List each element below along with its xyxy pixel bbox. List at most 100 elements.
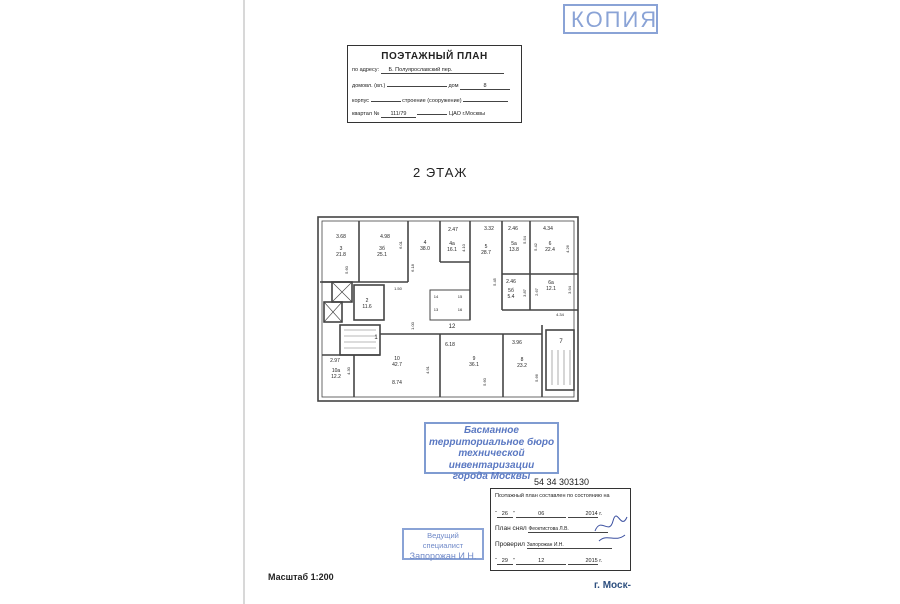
cadastral-code: 54 34 303130 (534, 477, 590, 487)
specialist-line: Запорожан И.Н. (409, 551, 477, 561)
room-area: 12.1 (546, 286, 556, 292)
korpus-label: корпус (352, 98, 370, 104)
dimension: 4.91 (425, 365, 430, 374)
date1-month: 06 (516, 511, 567, 518)
year-suffix: г. (599, 511, 603, 517)
room-width: 2.46 (508, 226, 518, 232)
document-title: ПОЭТАЖНЫЙ ПЛАН (381, 51, 488, 62)
bti-stamp-line: территориальное бюро (428, 436, 555, 448)
room-number: 2 (366, 298, 369, 304)
dimension: 4.34 (556, 312, 565, 317)
small-room: 14 (434, 294, 439, 299)
specialist-line: Ведущий (427, 531, 459, 540)
checked-row: Проверил Запорожан И.Н. (495, 541, 612, 549)
district: ЦАО г.Москвы (449, 111, 486, 117)
bti-stamp-line: города Москвы (452, 471, 531, 482)
room-number: 8 (521, 357, 524, 363)
title-block: ПОЭТАЖНЫЙ ПЛАН по адресу: Б. Полуярослав… (347, 45, 522, 123)
dimension: 2.67 (534, 287, 539, 296)
room-width: 2.97 (330, 358, 340, 364)
room-number: 10 (394, 356, 400, 362)
city-label: г. Моск- (594, 580, 631, 591)
dimension: 3.94 (567, 285, 572, 294)
dimension: 5.60 (344, 265, 349, 274)
room-area: 42.7 (392, 362, 402, 368)
room-area: 38.0 (420, 246, 430, 252)
dimension: 5.45 (492, 277, 497, 286)
bti-stamp-line: технической инвентаризации (448, 448, 535, 471)
room-width: 6.18 (445, 342, 455, 348)
date2-month: 12 (516, 558, 567, 565)
small-room: 13 (434, 307, 439, 312)
stroenie-label: строение (сооружение) (402, 98, 462, 104)
small-room: 16 (458, 307, 463, 312)
room-number: 5а (511, 241, 517, 247)
room-number: 9 (473, 356, 476, 362)
state-block: Поэтажный план составлен по состоянию на… (490, 488, 631, 571)
address-value: Б. Полуярославский пер. (380, 67, 504, 74)
bti-stamp-line: Басманное (464, 425, 519, 436)
room-width: 2.47 (448, 227, 458, 233)
room-number: 6а (548, 280, 554, 286)
date1-year: 2014 (567, 511, 598, 518)
date2-day: 29 (496, 558, 513, 565)
room-number: 3б (379, 246, 385, 252)
room-number: 1 (374, 335, 378, 341)
dimension: 3.87 (522, 288, 527, 297)
room-area: 5.4 (508, 294, 515, 300)
address-label: по адресу: (352, 67, 379, 73)
specialist-stamp: Ведущий специалист Запорожан И.Н. (402, 528, 484, 561)
checked-label: Проверил (495, 541, 525, 548)
dimension: 5.54 (522, 235, 527, 244)
date2-year: 2015 (567, 558, 598, 565)
address-row: по адресу: Б. Полуярославский пер. (352, 67, 504, 74)
outer-wall (317, 216, 579, 402)
room-number: 5б (508, 288, 514, 294)
drawn-label: План снял (495, 525, 527, 532)
room-area: 16.1 (447, 247, 457, 253)
signature (594, 515, 628, 542)
date1-day: 26 (496, 511, 513, 518)
state-header: Поэтажный план составлен по состоянию на (495, 493, 610, 499)
room-number: 12 (449, 324, 456, 330)
room-width: 3.68 (336, 234, 346, 240)
room-number: 4 (424, 240, 427, 246)
domovl-row: домовл. (вл.) дом 8 (352, 83, 511, 90)
room-area: 13.8 (509, 247, 519, 253)
dom-label: дом (448, 83, 459, 89)
room-area: 36.1 (469, 362, 479, 368)
room-number: 5 (485, 244, 488, 250)
dimension: 5.66 (534, 373, 539, 382)
dimension: 1.50 (394, 286, 403, 291)
date1-row: “26” 06 2014 г. (495, 511, 603, 518)
room-width: 3.96 (512, 340, 522, 346)
document-sheet (243, 0, 657, 604)
kvartal-label: квартал № (352, 111, 380, 117)
date2-row: “29” 12 2015 г. (495, 558, 603, 565)
checked-by: Запорожан И.Н. (526, 542, 612, 549)
room-area: 28.7 (481, 250, 491, 256)
room-width: 3.32 (484, 226, 494, 232)
floor-label: 2 ЭТАЖ (413, 165, 468, 180)
drawn-row: План снял Феоктистова Л.В. (495, 525, 609, 533)
room-number: 10а (332, 368, 341, 374)
room-width: 4.34 (543, 226, 553, 232)
room-area: 22.4 (545, 247, 555, 253)
room-area: 12.2 (331, 374, 341, 380)
dimension: 5.60 (482, 377, 487, 386)
room-number: 7 (559, 339, 563, 345)
kvartal-row: квартал № 111/79 ЦАО г.Москвы (352, 111, 485, 118)
room-width: 2.46 (506, 279, 516, 285)
bti-stamp: Басманное территориальное бюро техническ… (424, 422, 559, 482)
room-area: 11.6 (362, 304, 372, 310)
domovl-label: домовл. (вл.) (352, 83, 386, 89)
dom-value: 8 (460, 83, 511, 90)
dimension: 6.18 (410, 263, 415, 272)
room-area: 23.2 (517, 363, 527, 369)
kvartal-value: 111/79 (380, 111, 416, 118)
dimension: 4.26 (565, 244, 570, 253)
room-number: 6 (549, 241, 552, 247)
dimension: 6.01 (398, 240, 403, 249)
dimension: 4.30 (346, 366, 351, 375)
